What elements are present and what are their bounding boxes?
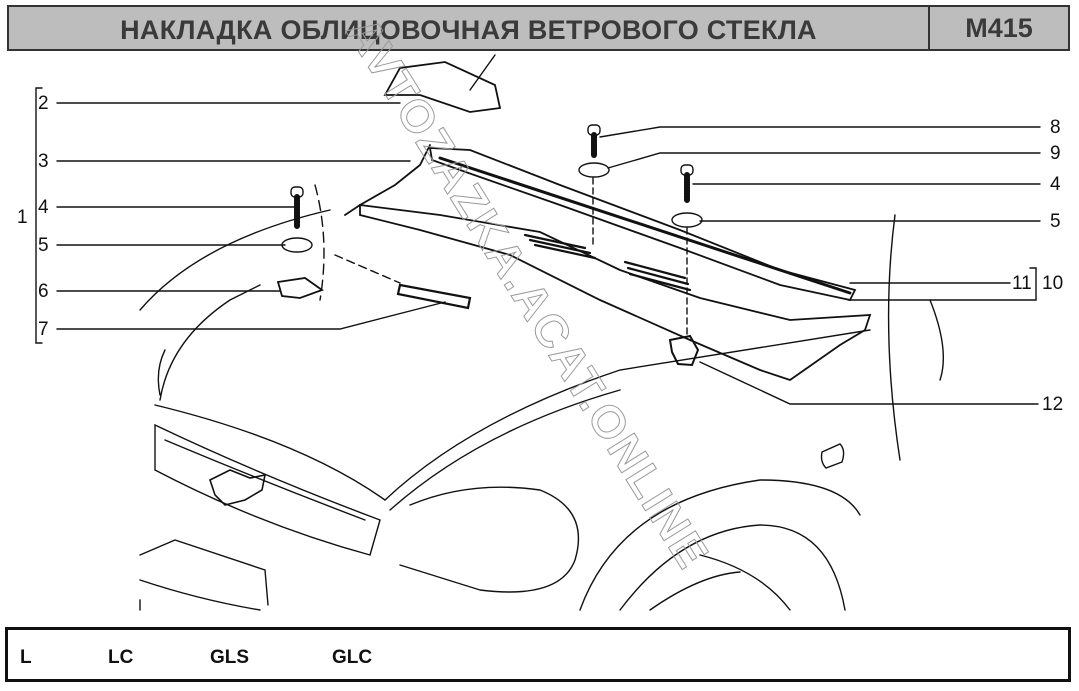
callout-3: 3 [38,151,49,172]
leader-10 [847,267,1037,301]
callout-4-right: 4 [1050,174,1061,195]
part-12-clip [668,334,700,367]
callout-9: 9 [1050,143,1061,164]
group-bracket-left [35,87,43,344]
callout-group-10: 10 [1042,273,1064,294]
part-5-washer-right [671,212,703,228]
leader-12 [699,361,1039,405]
car-logo [209,469,267,506]
callout-8: 8 [1050,117,1061,138]
header-bar: НАКЛАДКА ОБЛИЦОВОЧНАЯ ВЕТРОВОГО СТЕКЛА M… [7,5,1070,51]
variant-l: L [20,647,32,668]
leader-9 [607,152,1041,169]
variant-lc: LC [108,647,134,668]
part-3-side [344,144,431,216]
page-title: НАКЛАДКА ОБЛИЦОВОЧНАЯ ВЕТРОВОГО СТЕКЛА [120,14,817,45]
car-wheel-arch [579,479,861,611]
callout-11: 11 [1012,273,1032,294]
callout-4-left: 4 [38,197,49,218]
page-code: M415 [928,7,1068,49]
leader-8 [599,126,1041,138]
callout-5-right: 5 [1050,211,1061,232]
variant-gls: GLS [210,647,250,668]
car-side-marker [820,443,845,469]
callout-7: 7 [38,319,49,340]
cowl-grille-1 [523,233,597,260]
part-6-clip [276,277,324,299]
leader-7 [56,301,446,330]
variant-footer: L LC GLS GLC [5,627,1071,682]
part-4-screw-left [290,186,304,229]
part-4-screw-right [680,164,694,203]
part-8-screw [587,124,601,158]
part-7-seal [396,283,472,310]
callout-12: 12 [1042,394,1064,415]
callout-6: 6 [38,281,49,302]
part-9-washer [578,162,610,178]
car-hood-line [139,209,331,311]
part-2-cover [383,61,502,113]
callout-group-1: 1 [17,207,28,228]
variant-glc: GLC [332,647,373,668]
part-5-washer-left [281,237,313,253]
car-headlight [399,486,580,593]
callout-2: 2 [38,93,49,114]
car-windshield-base [384,329,871,501]
cowl-grille-2 [623,260,692,292]
callout-5-left: 5 [38,235,49,256]
car-grille [154,423,381,556]
car-hood-edge [154,404,386,501]
